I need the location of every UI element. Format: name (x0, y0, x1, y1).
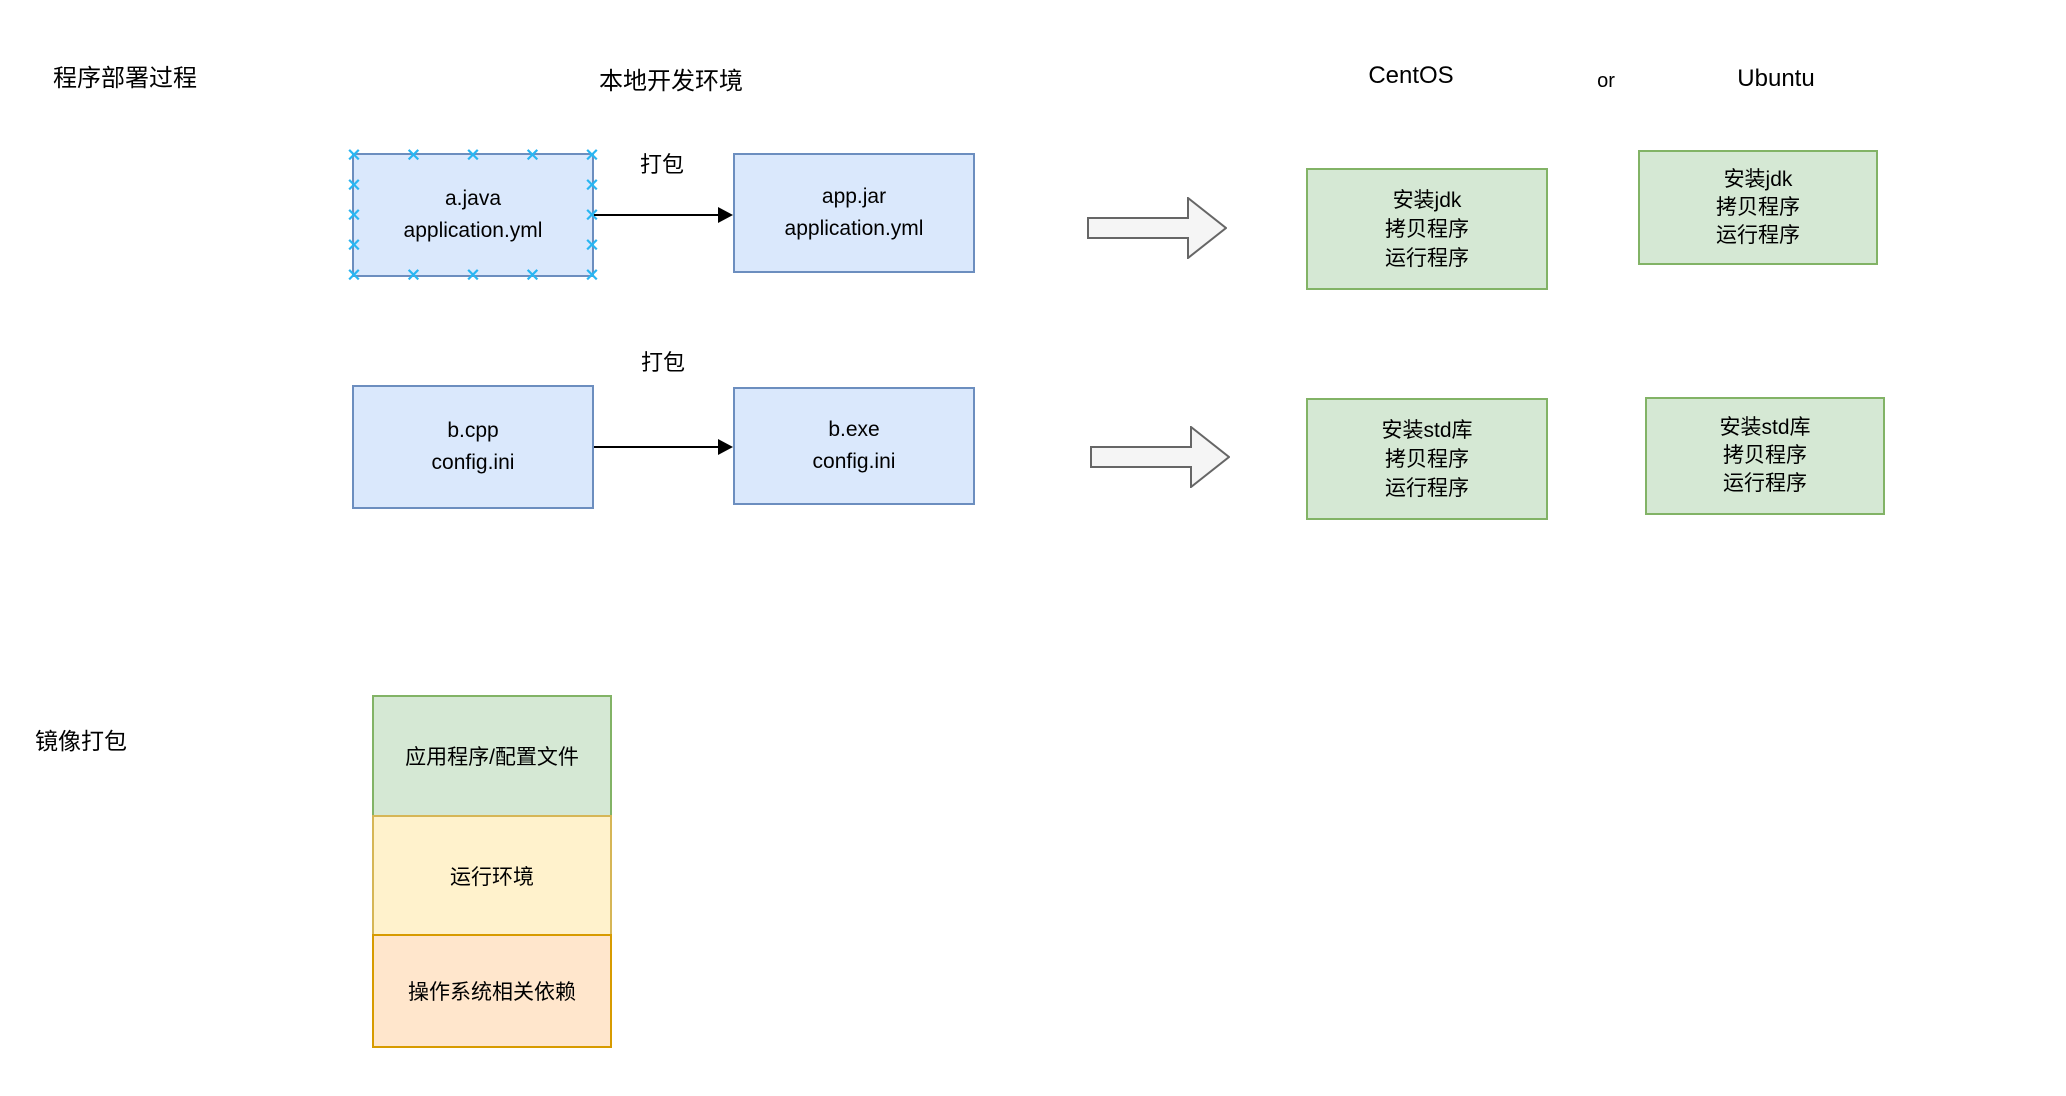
node-label-line: 运行程序 (1385, 246, 1469, 270)
node-label-line: 拷贝程序 (1385, 447, 1469, 471)
node-centos-jdk-steps[interactable]: 安装jdk 拷贝程序 运行程序 (1306, 168, 1548, 290)
node-label-line: 安装jdk (1392, 188, 1462, 212)
connection-point-marker: × (465, 143, 481, 166)
connection-point-marker: × (346, 143, 362, 166)
node-label-line: b.cpp (447, 419, 499, 442)
node-label-line: config.ini (431, 451, 515, 474)
node-b-exe[interactable]: b.exe config.ini (733, 387, 975, 505)
node-app-jar[interactable]: app.jar application.yml (733, 153, 975, 273)
connection-point-marker: × (524, 263, 541, 286)
node-a-java[interactable]: a.java application.yml × × × × × × × × ×… (346, 145, 600, 284)
connection-point-marker: × (584, 233, 600, 256)
edge-package-row2[interactable] (594, 439, 733, 455)
edge-line (594, 446, 721, 448)
connection-point-marker: × (584, 263, 600, 286)
layer-runtime-env[interactable]: 运行环境 (372, 815, 612, 936)
node-b-cpp[interactable]: b.cpp config.ini (352, 385, 594, 509)
node-label-line: 安装std库 (1719, 416, 1811, 439)
label-centos[interactable]: CentOS (1368, 62, 1454, 89)
label-or[interactable]: or (1597, 70, 1615, 92)
arrowhead-icon (718, 207, 733, 223)
connection-point-marker: × (346, 233, 362, 256)
label-package-row2[interactable]: 打包 (640, 350, 686, 375)
connection-point-marker: × (346, 203, 362, 226)
image-layer-stack: 应用程序/配置文件 运行环境 操作系统相关依赖 (372, 695, 612, 1048)
node-label-line: 安装std库 (1381, 418, 1473, 442)
connection-point-marker: × (346, 263, 362, 286)
arrowhead-icon (718, 439, 733, 455)
layer-label: 操作系统相关依赖 (408, 981, 576, 1004)
diagram-title[interactable]: 程序部署过程 (53, 65, 197, 92)
node-label-line: config.ini (812, 450, 896, 473)
label-package-row1[interactable]: 打包 (639, 152, 685, 177)
node-label-line: application.yml (403, 219, 543, 242)
block-arrow-row2[interactable] (1090, 426, 1230, 488)
connection-point-marker: × (405, 143, 422, 166)
edge-line (594, 214, 721, 216)
node-ubuntu-jdk-steps[interactable]: 安装jdk 拷贝程序 运行程序 (1638, 150, 1878, 265)
connection-point-marker: × (584, 173, 600, 196)
node-label-line: a.java (444, 187, 502, 210)
edge-package-row1[interactable] (594, 207, 733, 223)
layer-app-config[interactable]: 应用程序/配置文件 (372, 695, 612, 817)
node-label-line: b.exe (828, 418, 880, 441)
layer-label: 应用程序/配置文件 (405, 746, 579, 769)
connection-point-marker: × (524, 143, 541, 166)
node-label-line: 拷贝程序 (1716, 195, 1800, 219)
label-image-packaging[interactable]: 镜像打包 (35, 728, 127, 754)
connection-point-marker: × (405, 263, 422, 286)
node-label-line: 运行程序 (1385, 476, 1469, 500)
label-local-dev-env[interactable]: 本地开发环境 (599, 68, 743, 95)
node-centos-std-steps[interactable]: 安装std库 拷贝程序 运行程序 (1306, 398, 1548, 520)
node-label-line: 拷贝程序 (1385, 217, 1469, 241)
node-label-line: app.jar (821, 185, 887, 208)
node-label-line: 运行程序 (1716, 223, 1800, 247)
layer-os-dependencies[interactable]: 操作系统相关依赖 (372, 934, 612, 1048)
node-label-line: 拷贝程序 (1723, 444, 1807, 467)
node-label-line: 运行程序 (1723, 472, 1807, 495)
connection-point-marker: × (465, 263, 481, 286)
block-arrow-row1[interactable] (1087, 197, 1227, 259)
connection-point-marker: × (346, 173, 362, 196)
node-label-line: application.yml (784, 217, 924, 240)
label-ubuntu[interactable]: Ubuntu (1737, 65, 1815, 92)
node-label-line: 安装jdk (1723, 167, 1793, 191)
layer-label: 运行环境 (450, 865, 534, 889)
connection-point-marker: × (584, 143, 600, 166)
node-ubuntu-std-steps[interactable]: 安装std库 拷贝程序 运行程序 (1645, 397, 1885, 515)
